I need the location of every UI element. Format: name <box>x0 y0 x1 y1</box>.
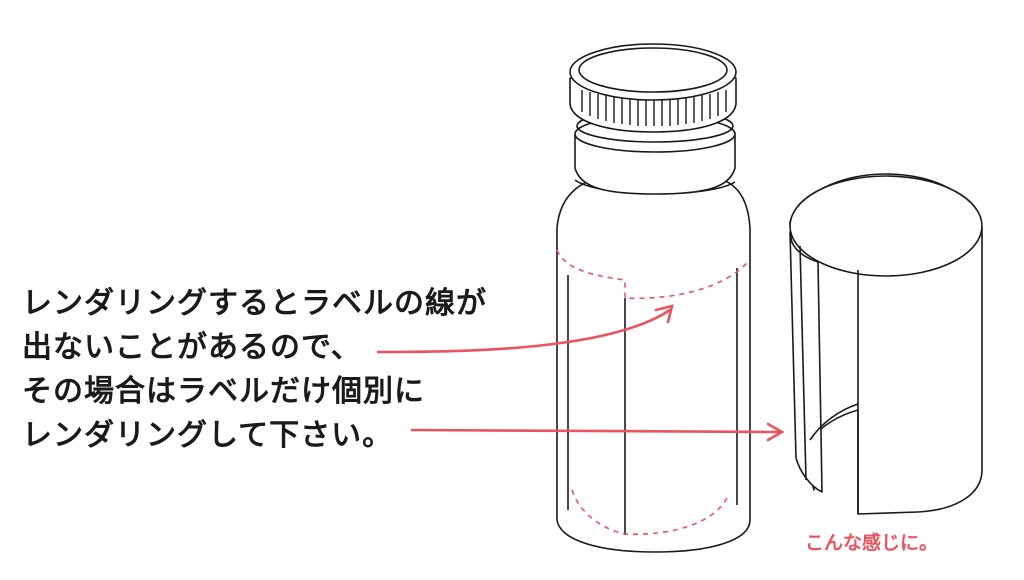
separated-label-drawing <box>789 173 983 515</box>
cap-top <box>569 43 737 101</box>
instruction-text: レンダリングするとラベルの線が 出ないことがあるので、 その場合はラベルだけ個別… <box>22 282 487 458</box>
cap-top-inner <box>578 47 728 93</box>
label-top-opening <box>789 175 983 277</box>
arrow-to-bottle-label-head <box>654 304 674 324</box>
arrow-to-bottle-label <box>376 308 672 354</box>
label-front-flap <box>789 231 823 493</box>
cap-grip-ridges <box>581 90 727 126</box>
instruction-line-2: 出ないことがあるので、 <box>22 330 362 365</box>
label-inner-curve <box>809 403 859 441</box>
instruction-line-3: その場合はラベルだけ個別に <box>22 374 425 409</box>
label-gap-edge <box>799 245 807 481</box>
label-bottom-dashed <box>571 489 729 536</box>
bottle-drawing <box>556 43 751 553</box>
instruction-line-1: レンダリングするとラベルの線が <box>22 286 487 321</box>
pointer-arrows <box>376 304 785 442</box>
arrow-to-separated-label-head <box>766 422 785 442</box>
bottle-body <box>556 175 751 553</box>
instruction-line-4: レンダリングして下さい。 <box>22 418 394 453</box>
arrow-to-separated-label <box>410 428 782 434</box>
label-top-dashed <box>556 249 749 300</box>
example-note: こんな感じに。 <box>805 532 939 554</box>
